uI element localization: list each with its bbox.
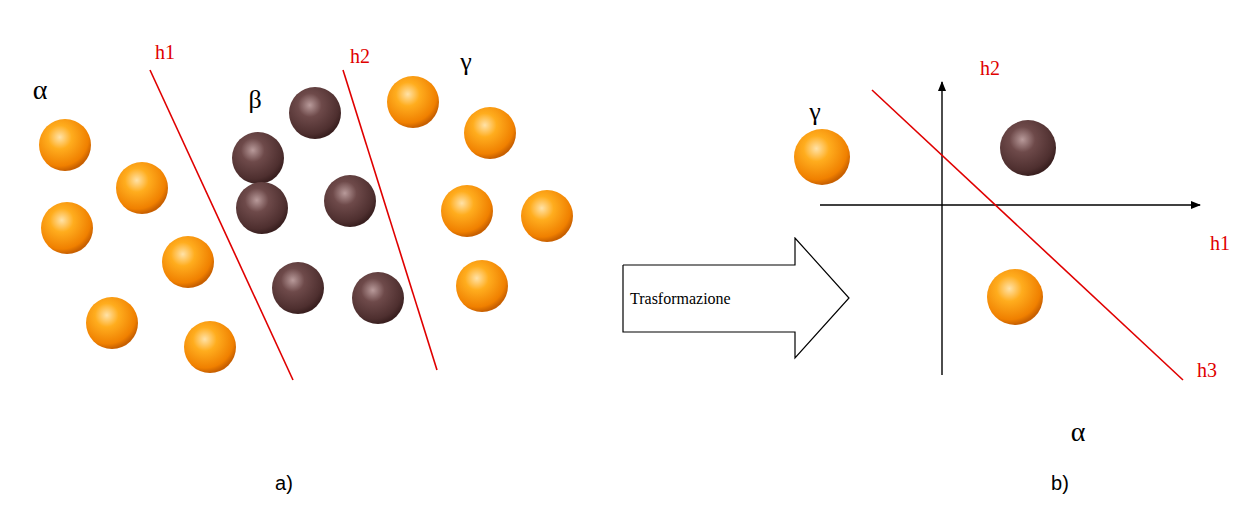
arrow-label: Trasformazione: [630, 291, 731, 307]
dark-sphere: [352, 272, 404, 324]
separator-line: [150, 70, 293, 380]
axis-label: α: [1071, 418, 1086, 446]
separator-line: [872, 90, 1183, 380]
dark-sphere: [236, 182, 288, 234]
dark-sphere: [272, 262, 324, 314]
axis-label: β: [248, 87, 261, 113]
orange-sphere: [441, 185, 493, 237]
orange-sphere: [456, 260, 508, 312]
dark-sphere: [232, 132, 284, 184]
axis-label: α: [33, 76, 48, 104]
panel-caption: a): [275, 473, 293, 493]
dark-sphere: [324, 175, 376, 227]
axis-line: [820, 204, 1200, 205]
orange-sphere: [39, 119, 91, 171]
orange-sphere: [387, 76, 439, 128]
dark-spheres: [232, 87, 404, 324]
orange-spheres: [39, 76, 573, 373]
axis-label: h1: [155, 42, 175, 62]
axis-label: γ: [809, 99, 821, 125]
orange-sphere: [987, 269, 1043, 325]
dark-sphere: [289, 87, 341, 139]
dark-sphere: [1000, 120, 1056, 176]
axis-label: h3: [1197, 360, 1217, 380]
block-arrow: Trasformazione: [622, 237, 850, 359]
axis-label: h2: [350, 46, 370, 66]
axis-label: h1: [1210, 233, 1230, 253]
axis-line: [941, 82, 942, 375]
orange-sphere: [41, 202, 93, 254]
orange-sphere: [116, 162, 168, 214]
orange-sphere: [162, 236, 214, 288]
orange-sphere: [86, 297, 138, 349]
orange-sphere: [184, 321, 236, 373]
panel-caption: b): [1051, 473, 1069, 493]
axis-label: h2: [980, 58, 1000, 78]
orange-sphere: [521, 190, 573, 242]
block-arrow-shape: [623, 238, 849, 358]
orange-sphere: [464, 107, 516, 159]
orange-sphere: [794, 129, 850, 185]
axis-label: γ: [460, 49, 472, 75]
